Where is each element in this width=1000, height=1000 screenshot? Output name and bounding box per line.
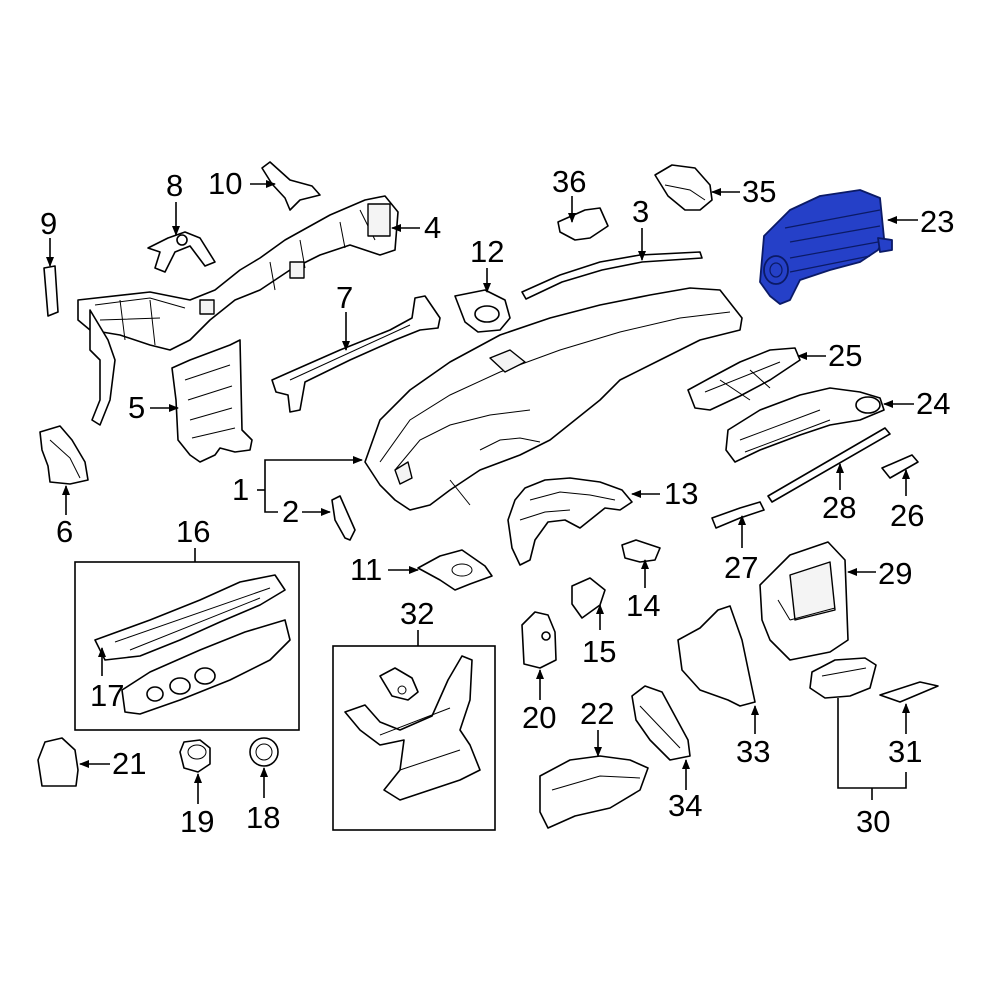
callout-25: 25 [828,338,862,373]
part-24-duct[interactable] [725,387,885,463]
part-8-bracket[interactable] [147,231,216,273]
part-1-instrument-panel[interactable] [364,287,743,511]
part-30-storage-bin[interactable] [809,657,877,699]
part-19-knob[interactable] [179,739,211,773]
callout-28: 28 [822,490,856,525]
callout-35: 35 [742,174,776,209]
callout-20: 20 [522,700,556,735]
part-34-panel[interactable] [631,685,691,761]
callout-12: 12 [470,234,504,269]
callout-15: 15 [582,634,616,669]
callout-2: 2 [282,494,299,529]
part-12-plate[interactable] [454,289,511,333]
callout-30: 30 [856,804,890,839]
part-32-clip[interactable] [379,667,419,701]
callout-33: 33 [736,734,770,769]
part-33-panel[interactable] [677,605,756,707]
part-16-carrier[interactable] [94,574,286,661]
part-18-bezel[interactable] [249,737,279,767]
part-36-bracket[interactable] [557,207,609,241]
callout-9: 9 [40,206,57,241]
part-4-cross-car-beam[interactable] [77,195,399,426]
callout-27: 27 [724,550,758,585]
callout-8: 8 [166,168,183,203]
part-5-bracket[interactable] [171,339,253,463]
part-16-group-box [74,561,300,731]
callout-23: 23 [920,204,954,239]
part-32-support-bracket[interactable] [344,655,481,801]
callout-4: 4 [424,210,441,245]
part-9-strip[interactable] [43,265,59,317]
callout-7: 7 [336,280,353,315]
callout-17: 17 [90,678,124,713]
part-22-panel[interactable] [539,755,649,829]
part-35-cover[interactable] [654,164,713,211]
part-31-mat[interactable] [879,681,939,703]
part-28-strip[interactable] [767,427,891,503]
callout-14: 14 [626,588,660,623]
part-21-end-cover[interactable] [37,737,79,787]
part-3-trim-strip[interactable] [521,251,703,300]
part-7-bracket[interactable] [271,295,441,413]
callout-22: 22 [580,696,614,731]
callout-labels: 1 2 3 4 5 6 7 8 9 10 11 12 13 14 15 16 1… [40,164,954,839]
part-20-cover[interactable] [521,611,557,669]
callout-18: 18 [246,800,280,835]
callout-1: 1 [232,472,249,507]
callout-24: 24 [916,386,950,421]
callout-13: 13 [664,476,698,511]
part-13-cluster-housing[interactable] [507,477,633,566]
part-32-group-box [332,645,496,831]
part-27-strip[interactable] [711,501,765,529]
callout-21: 21 [112,746,146,781]
part-23-airbag-module[interactable] [759,189,893,305]
callout-11: 11 [350,552,382,587]
part-29-glove-box[interactable] [759,541,849,661]
callout-5: 5 [128,390,145,425]
callout-19: 19 [180,804,214,839]
part-10-bracket[interactable] [261,161,321,211]
callout-32: 32 [400,596,434,631]
callout-31: 31 [888,734,922,769]
callout-34: 34 [668,788,702,823]
callout-6: 6 [56,514,73,549]
callout-16: 16 [176,514,210,549]
callout-36: 36 [552,164,586,199]
part-26-trim[interactable] [881,454,919,479]
part-2-trim[interactable] [331,495,356,541]
callout-3: 3 [632,194,649,229]
part-6-bracket[interactable] [39,425,89,485]
part-25-bracket[interactable] [687,347,801,411]
part-14-bracket[interactable] [621,539,661,563]
leader-lines [46,180,918,804]
part-17-trim-panel[interactable] [121,619,291,715]
callout-10: 10 [208,166,242,201]
callout-26: 26 [890,498,924,533]
part-11-bracket[interactable] [417,549,493,591]
callout-29: 29 [878,556,912,591]
